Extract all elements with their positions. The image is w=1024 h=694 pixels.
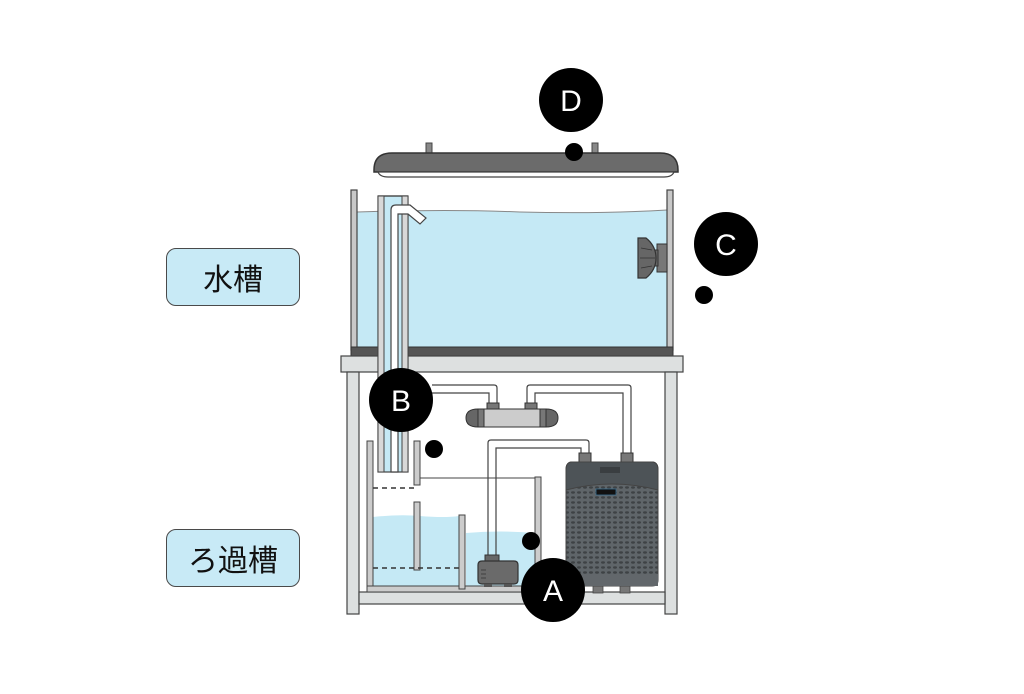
marker-c-label: C bbox=[715, 229, 737, 262]
marker-b-label: B bbox=[391, 385, 411, 418]
tank-wall-left bbox=[350, 189, 358, 351]
cabinet-stand bbox=[340, 355, 684, 615]
marker-d[interactable]: D bbox=[539, 68, 603, 132]
uv-sterilizer bbox=[465, 402, 559, 428]
main-tank bbox=[350, 189, 674, 357]
return-pump bbox=[477, 554, 519, 587]
sump-tank bbox=[366, 440, 542, 593]
marker-a[interactable]: A bbox=[521, 558, 585, 622]
aquarium-light bbox=[373, 142, 679, 178]
marker-d-dot bbox=[565, 143, 583, 161]
chiller bbox=[565, 452, 659, 594]
tank-label: 水槽 bbox=[166, 248, 300, 306]
marker-d-label: D bbox=[560, 85, 582, 118]
wave-pump bbox=[637, 237, 668, 279]
marker-a-label: A bbox=[543, 575, 563, 608]
marker-b-dot bbox=[425, 440, 443, 458]
stand-bottom-shelf bbox=[358, 591, 666, 605]
tank-water bbox=[357, 210, 667, 348]
marker-b[interactable]: B bbox=[369, 368, 433, 432]
stand-leg-left bbox=[346, 371, 360, 615]
marker-c-dot bbox=[695, 286, 713, 304]
marker-a-dot bbox=[522, 532, 540, 550]
marker-c[interactable]: C bbox=[694, 212, 758, 276]
plumbing-hoses bbox=[432, 384, 632, 560]
stand-leg-right bbox=[664, 371, 678, 615]
tank-wall-right bbox=[666, 189, 674, 351]
stand-top bbox=[340, 355, 684, 373]
sump-label: ろ過槽 bbox=[166, 529, 300, 587]
